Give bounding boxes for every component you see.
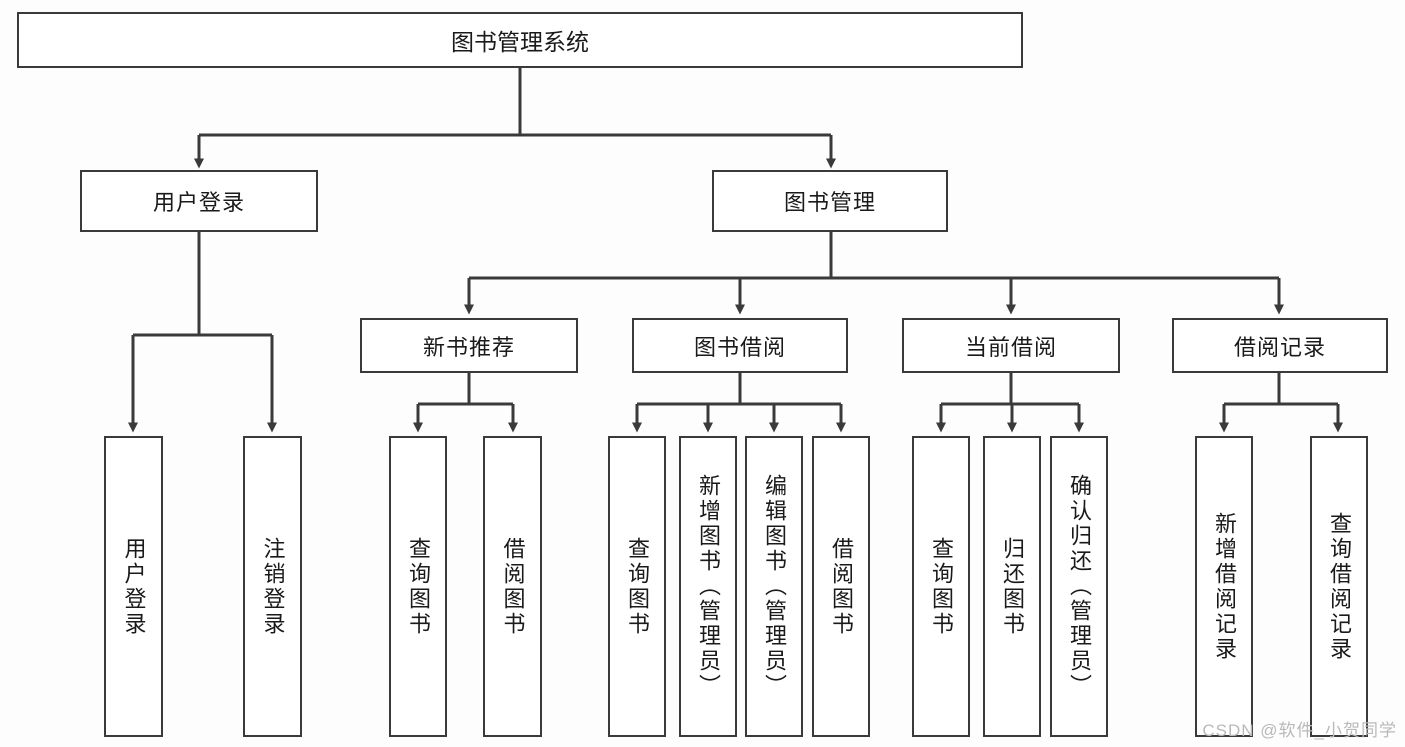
leaf-label: 查询图书 xyxy=(406,536,431,637)
node-current-borrow-label: 当前借阅 xyxy=(964,334,1057,360)
leaf-edit-book-admin[interactable]: 编辑图书（管理员） xyxy=(745,436,803,737)
node-current-borrow[interactable]: 当前借阅 xyxy=(902,318,1120,373)
node-book-borrow[interactable]: 图书借阅 xyxy=(632,318,848,373)
leaf-label: 借阅图书 xyxy=(500,536,526,637)
leaf-label: 借阅图书 xyxy=(829,536,854,637)
leaf-label: 编辑图书（管理员） xyxy=(762,474,787,699)
leaf-confirm-return-admin[interactable]: 确认归还（管理员） xyxy=(1050,436,1108,737)
leaf-logout[interactable]: 注销登录 xyxy=(243,436,302,737)
node-user-login[interactable]: 用户登录 xyxy=(80,170,318,232)
leaf-label: 查询借阅记录 xyxy=(1327,511,1352,662)
node-new-book-recommend[interactable]: 新书推荐 xyxy=(360,318,578,373)
leaf-label: 注销登录 xyxy=(260,536,286,637)
leaf-query-book-current[interactable]: 查询图书 xyxy=(912,436,970,737)
watermark: CSDN @软件_小贺同学 xyxy=(1202,721,1397,740)
leaf-return-book[interactable]: 归还图书 xyxy=(983,436,1041,737)
node-root-label: 图书管理系统 xyxy=(451,29,589,55)
leaf-label: 新增借阅记录 xyxy=(1212,511,1237,662)
leaf-label: 查询图书 xyxy=(625,536,650,637)
leaf-add-borrow-record[interactable]: 新增借阅记录 xyxy=(1195,436,1253,737)
leaf-query-book-borrow[interactable]: 查询图书 xyxy=(608,436,666,737)
node-borrow-record-label: 借阅记录 xyxy=(1233,334,1326,360)
node-new-book-recommend-label: 新书推荐 xyxy=(422,334,515,360)
leaf-borrow-book[interactable]: 借阅图书 xyxy=(812,436,870,737)
leaf-query-book-recommend[interactable]: 查询图书 xyxy=(389,436,447,737)
leaf-label: 查询图书 xyxy=(929,536,954,637)
node-book-management-label: 图书管理 xyxy=(783,190,876,215)
leaf-add-book-admin[interactable]: 新增图书（管理员） xyxy=(679,436,737,737)
leaf-user-login[interactable]: 用户登录 xyxy=(104,436,163,737)
leaf-label: 新增图书（管理员） xyxy=(696,474,721,699)
node-user-login-label: 用户登录 xyxy=(152,190,245,215)
node-borrow-record[interactable]: 借阅记录 xyxy=(1172,318,1388,373)
node-book-borrow-label: 图书借阅 xyxy=(693,334,786,360)
leaf-label: 确认归还（管理员） xyxy=(1067,474,1092,699)
leaf-borrow-book-recommend[interactable]: 借阅图书 xyxy=(483,436,542,737)
node-root[interactable]: 图书管理系统 xyxy=(17,12,1023,68)
leaf-label: 归还图书 xyxy=(1000,536,1025,637)
leaf-label: 用户登录 xyxy=(121,536,147,637)
leaf-query-borrow-record[interactable]: 查询借阅记录 xyxy=(1310,436,1368,737)
node-book-management[interactable]: 图书管理 xyxy=(712,170,948,232)
